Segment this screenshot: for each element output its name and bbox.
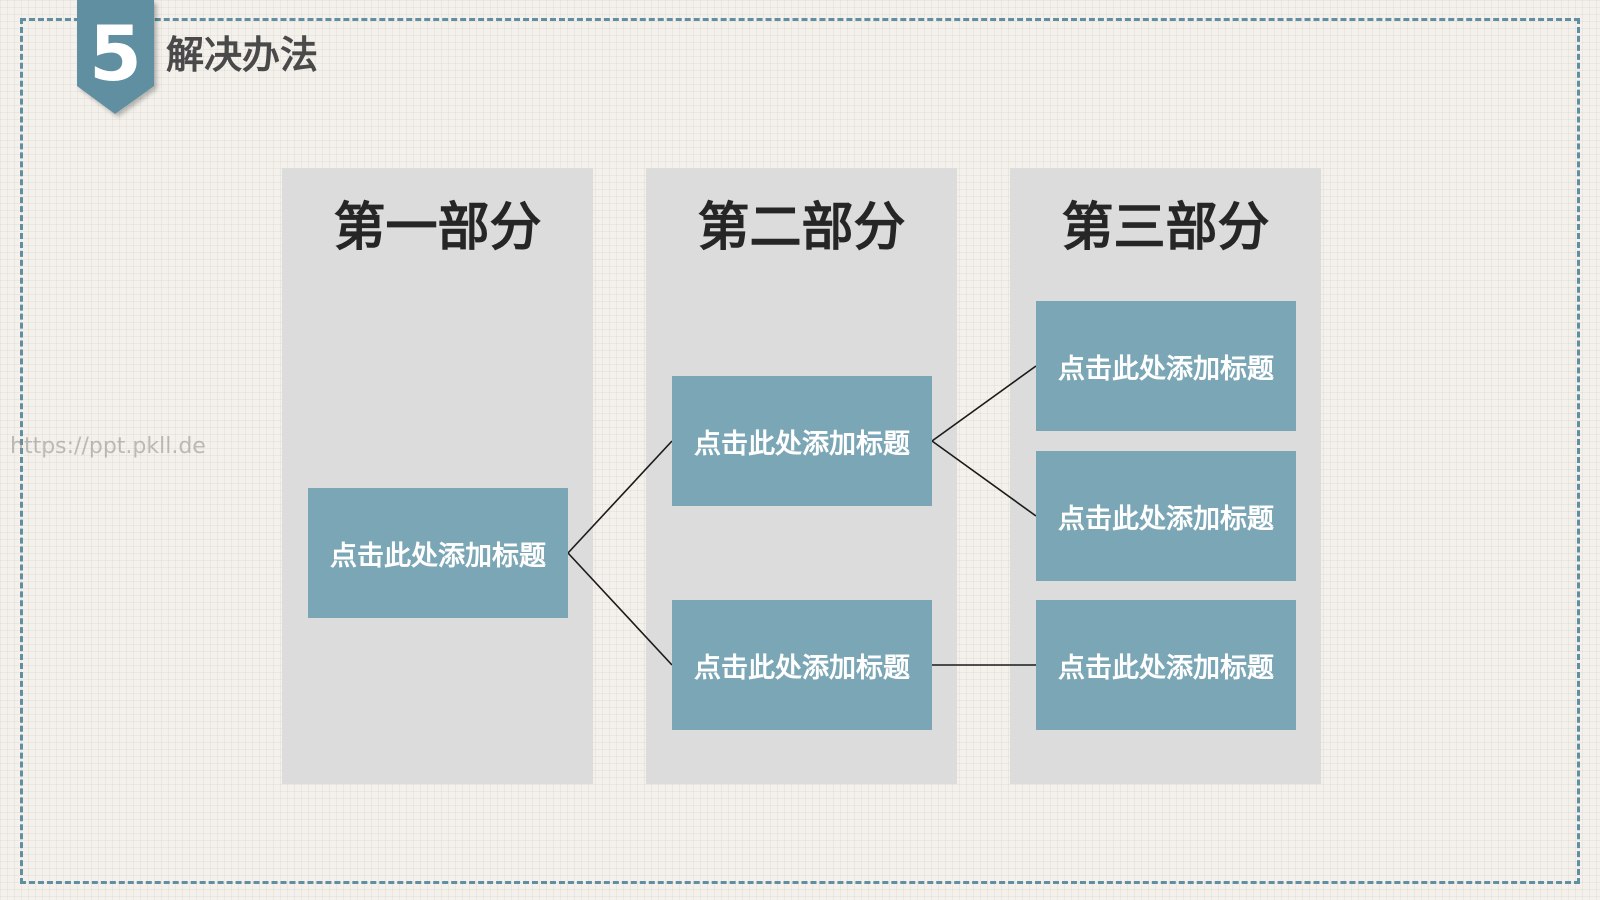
section-number-badge [77, 0, 154, 114]
connector-line [567, 552, 673, 666]
title-box-part-three-top[interactable]: 点击此处添加标题 [1036, 301, 1296, 431]
dashed-border-frame [20, 18, 1580, 884]
connector-line [931, 440, 1037, 517]
column-part-one: 第一部分 [282, 168, 593, 784]
watermark-text: https://ppt.pkll.de [10, 434, 206, 459]
title-box-part-two-bottom[interactable]: 点击此处添加标题 [672, 600, 932, 730]
connector-line [567, 440, 673, 554]
column-title-part-one: 第一部分 [333, 198, 542, 258]
connector-line [931, 365, 1037, 442]
section-title: 解决办法 [166, 33, 319, 77]
section-number: 5 [89, 9, 142, 98]
column-title-part-three: 第三部分 [1061, 198, 1270, 258]
title-box-part-three-bottom[interactable]: 点击此处添加标题 [1036, 600, 1296, 730]
title-box-part-three-middle[interactable]: 点击此处添加标题 [1036, 451, 1296, 581]
title-box-part-two-top[interactable]: 点击此处添加标题 [672, 376, 932, 506]
title-box-part-one[interactable]: 点击此处添加标题 [308, 488, 568, 618]
column-title-part-two: 第二部分 [697, 198, 906, 258]
